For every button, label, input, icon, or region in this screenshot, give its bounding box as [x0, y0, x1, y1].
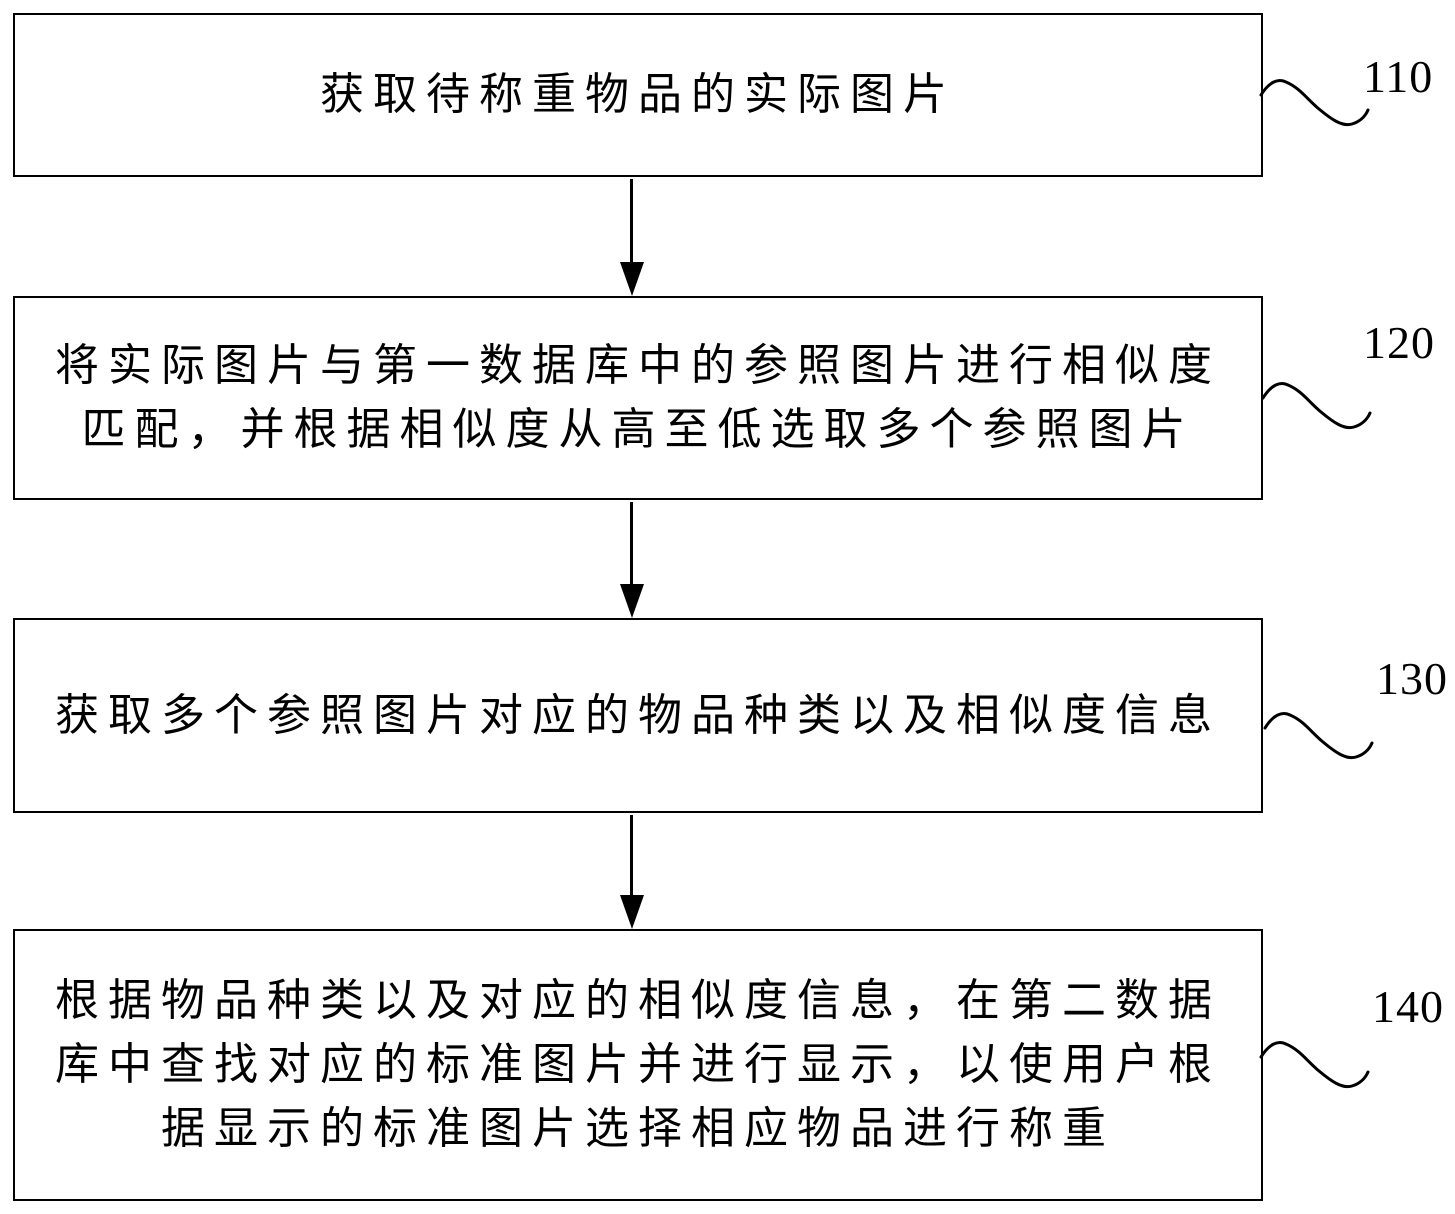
process-box-step-4: 根据物品种类以及对应的相似度信息，在第二数据 库中查找对应的标准图片并进行显示，…	[13, 929, 1263, 1201]
process-box-step-2: 将实际图片与第一数据库中的参照图片进行相似度 匹配，并根据相似度从高至低选取多个…	[13, 296, 1263, 500]
flow-arrow-shaft-1	[630, 179, 633, 264]
step-1-text: 获取待称重物品的实际图片	[320, 69, 956, 120]
ref-squiggle-icon-130	[1263, 712, 1374, 760]
ref-number-120: 120	[1363, 317, 1435, 368]
ref-squiggle-icon-140	[1259, 1041, 1370, 1089]
flow-arrow-down-icon-1	[620, 262, 644, 296]
ref-number-140: 140	[1372, 981, 1444, 1032]
process-box-step-1: 获取待称重物品的实际图片	[13, 13, 1263, 177]
step-4-text-line-2: 库中查找对应的标准图片并进行显示，以使用户根	[55, 1039, 1221, 1090]
ref-number-110: 110	[1363, 51, 1434, 102]
step-4-text-line-3: 据显示的标准图片选择相应物品进行称重	[161, 1103, 1115, 1154]
flow-arrow-shaft-2	[630, 502, 633, 586]
ref-number-130: 130	[1376, 653, 1448, 704]
process-box-step-3: 获取多个参照图片对应的物品种类以及相似度信息	[13, 618, 1263, 813]
step-4-text-line-1: 根据物品种类以及对应的相似度信息，在第二数据	[55, 975, 1221, 1026]
step-2-text-line-2: 匹配，并根据相似度从高至低选取多个参照图片	[81, 404, 1195, 455]
flow-arrow-down-icon-2	[620, 584, 644, 618]
step-3-text: 获取多个参照图片对应的物品种类以及相似度信息	[55, 689, 1221, 741]
flow-arrow-shaft-3	[630, 815, 633, 897]
step-2-text-line-1: 将实际图片与第一数据库中的参照图片进行相似度	[55, 340, 1221, 391]
flow-arrow-down-icon-3	[620, 895, 644, 929]
ref-squiggle-icon-120	[1261, 382, 1372, 430]
ref-squiggle-icon-110	[1259, 79, 1370, 127]
